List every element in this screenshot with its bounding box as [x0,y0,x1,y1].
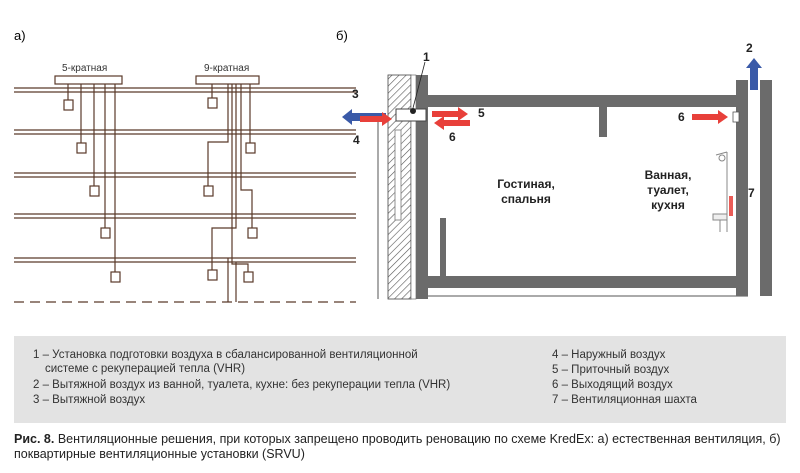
marker-7: 7 [748,186,755,200]
outer-wall [416,75,428,299]
shaft-wall-left [736,80,748,296]
marker-3: 3 [352,87,359,101]
marker-4: 4 [353,133,360,147]
marker-2: 2 [746,41,753,55]
legend-item-7: 7 – Вентиляционная шахта [552,394,697,406]
window [394,129,402,221]
outdoor-air-arrow-icon [360,112,392,126]
panel-b-label: б) [336,28,348,43]
legend-item-5: 5 – Приточный воздух [552,364,670,376]
bathroom-extract-arrow-icon [692,110,728,124]
legend-item-6: 6 – Выходящий воздух [552,379,673,391]
marker-6b: 6 [678,110,685,124]
figure-caption: Рис. 8. Вентиляционные решения, при кото… [14,432,794,462]
caption-label: Рис. 8. [14,432,55,446]
living-room-label-1: Гостиная, [497,177,555,191]
legend-item-1-cont: системе с рекуперацией тепла (VHR) [45,363,246,375]
panel-a-label: а) [14,28,26,43]
shower-icon [712,151,728,232]
bathroom-label-3: кухня [651,198,685,212]
living-room-label-2: спальня [501,192,551,206]
legend-item-2: 2 – Вытяжной воздух из ванной, туалета, … [33,379,451,391]
caption-text: Вентиляционные решения, при которых запр… [14,432,781,461]
marker-5: 5 [478,106,485,120]
legend-item-3: 3 – Вытяжной воздух [33,394,146,406]
panel-b-arrows [342,58,762,130]
bathroom-label-2: туалет, [647,183,689,197]
panel-b-building [377,61,772,300]
bathroom-label-1: Ванная, [645,168,692,182]
panel-a-shafts [14,75,356,303]
ventilation-diagram: а) 5-кратная 9-кратная [14,28,772,303]
group-9-label: 9-кратная [204,63,249,74]
ceiling-slab [416,95,748,107]
legend-item-1: 1 – Установка подготовки воздуха в сбала… [33,349,418,361]
legend-box: 1 – Установка подготовки воздуха в сбала… [14,336,786,423]
legend-item-4: 4 – Наружный воздух [552,349,666,361]
group-5-label: 5-кратная [62,63,107,74]
marker-6a: 6 [449,130,456,144]
partition-wall [599,107,607,137]
marker-1: 1 [423,50,430,64]
supply-arrow-icon [432,107,468,121]
vhr-marker-dot [410,108,416,114]
extract-arrow-icon [434,116,470,130]
shaft-wall-right [760,80,772,296]
floor-slab [416,276,748,288]
shaft-exhaust-arrow-icon [746,58,762,90]
